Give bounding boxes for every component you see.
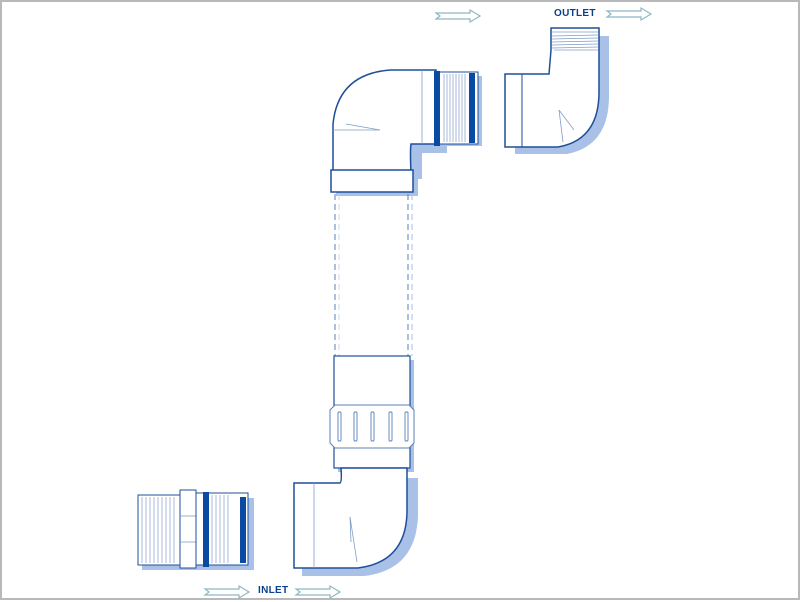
- inlet-arrow-right-icon: [295, 585, 341, 599]
- upper-elbow: [330, 69, 482, 196]
- lower-elbow: [293, 467, 418, 576]
- outlet-label: OUTLET: [554, 8, 596, 19]
- inlet-label: INLET: [258, 585, 289, 596]
- outlet-arrow-left-icon: [435, 9, 481, 23]
- outlet-street-elbow: [504, 27, 609, 154]
- inlet-arrow-left-icon: [204, 585, 250, 599]
- outlet-arrow-right-icon: [606, 7, 652, 21]
- union-coupling: [329, 355, 415, 472]
- inlet-adapter: [137, 489, 254, 570]
- pipe-section: [334, 194, 413, 356]
